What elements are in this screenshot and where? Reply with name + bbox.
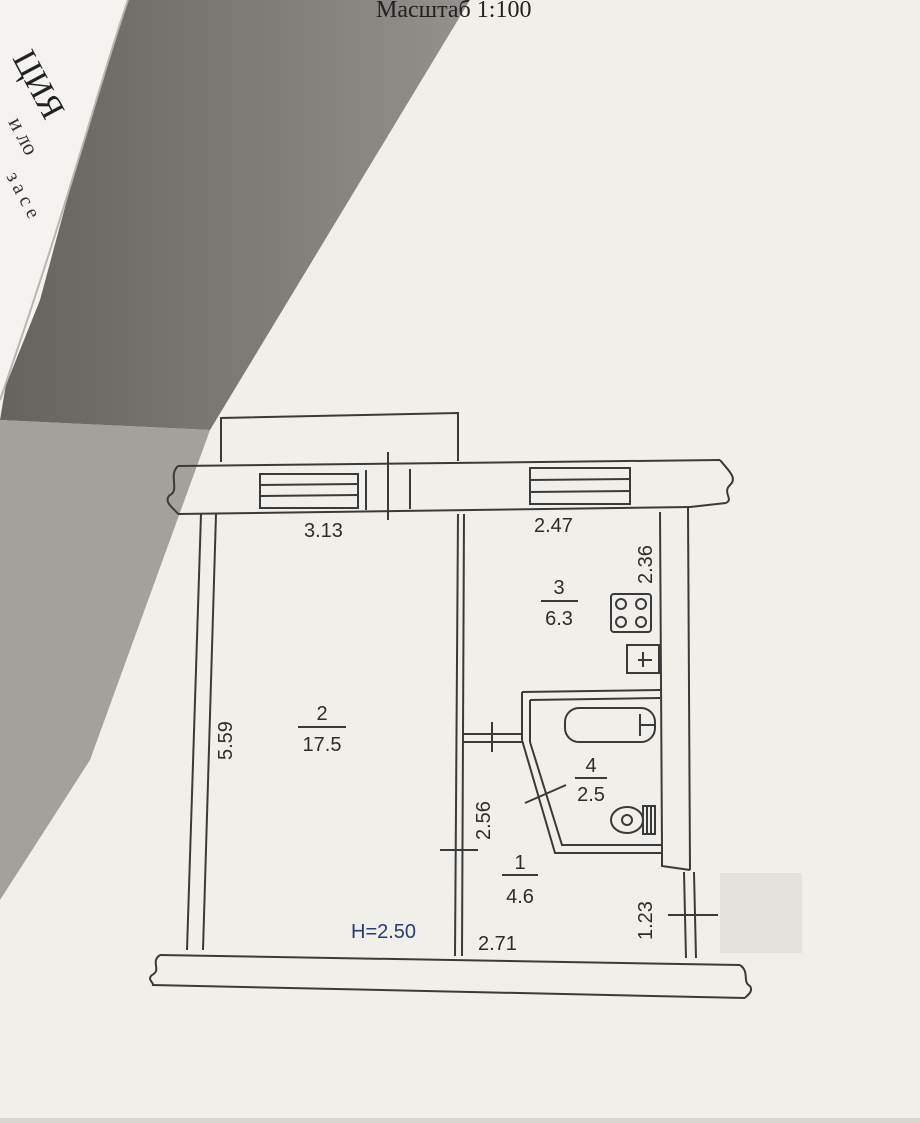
page-shadow: [0, 0, 470, 430]
room3-area: 6.3: [545, 608, 573, 630]
toilet-tank-lines: [646, 806, 652, 834]
bottom-wall-outer: [151, 984, 746, 999]
balcony: [220, 411, 459, 462]
bottom-wall-break-left: [149, 954, 161, 986]
top-wall-right-end: [689, 502, 727, 508]
top-wall-break-left: [166, 465, 179, 515]
bottom-wall-break-right: [739, 964, 753, 999]
bottom-wall-inner: [159, 954, 741, 966]
ceiling-height-label: H=2.50: [351, 921, 416, 943]
dim-room2-length: 5.59: [215, 721, 237, 760]
top-wall-outer: [177, 459, 721, 467]
balcony-door: [365, 469, 411, 510]
window-room2-panes: [259, 483, 359, 497]
right-wall-corner: [661, 850, 691, 871]
dim-room1-length: 2.56: [473, 801, 495, 840]
room2-number: 2: [316, 703, 327, 725]
window-room3-panes: [529, 478, 631, 493]
left-wall-inner: [202, 513, 217, 951]
bathroom-top-wall-outer: [521, 689, 661, 693]
room4-area: 2.5: [577, 784, 605, 806]
dim-room3-width: 2.47: [534, 515, 573, 537]
top-wall-break-right: [719, 459, 734, 504]
dim-room1-width: 2.71: [478, 933, 517, 955]
curled-page-edge: [0, 0, 129, 401]
bathroom-diagonal-inner: [529, 741, 662, 846]
bathtub-tap: [639, 714, 656, 736]
room3-number: 3: [553, 577, 564, 599]
window-room2: [259, 473, 359, 509]
top-wall-inner: [177, 506, 691, 515]
room2-area: 17.5: [303, 734, 342, 756]
stove-burner-1: [615, 598, 627, 610]
left-wall-outer: [186, 513, 202, 951]
bathroom-top-wall-inner: [529, 697, 661, 701]
blank-patch: [720, 873, 802, 953]
scale-label: Масштаб 1:100: [376, 0, 531, 23]
page-shadow-lower: [0, 420, 210, 900]
toilet-tank: [642, 805, 656, 835]
stove-burner-4: [635, 616, 647, 628]
room1-number: 1: [514, 852, 525, 874]
partition-room2: [454, 513, 459, 957]
dim-corridor-length: 1.23: [635, 901, 657, 940]
bathroom-diagonal-outer: [521, 739, 662, 854]
sink-tap: [638, 652, 652, 667]
right-wall-inner: [659, 511, 663, 851]
stove-burner-2: [635, 598, 647, 610]
dim-room3-length: 2.36: [635, 545, 657, 584]
toilet-bowl: [621, 814, 633, 826]
plan-drawing: [149, 411, 753, 999]
bathroom-door-tick: [524, 784, 567, 804]
room1-area: 4.6: [506, 886, 534, 908]
stove-burner-3: [615, 616, 627, 628]
window-room3: [529, 467, 631, 505]
stove-icon: [610, 593, 652, 633]
right-wall-outer: [687, 506, 691, 871]
sink-icon: [626, 644, 660, 674]
room4-number: 4: [585, 755, 596, 777]
dim-room2-width: 3.13: [304, 520, 343, 542]
